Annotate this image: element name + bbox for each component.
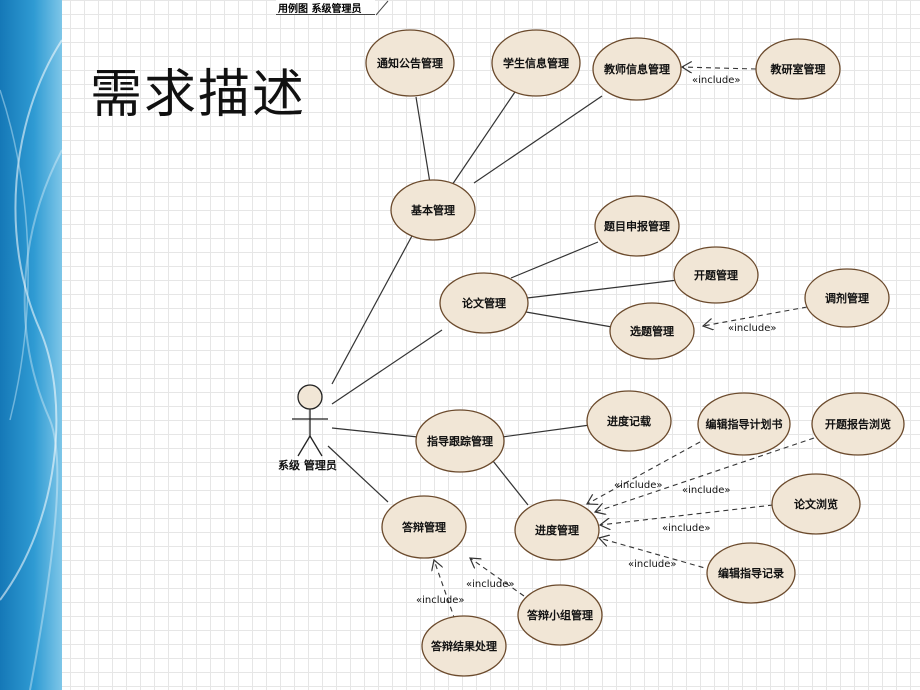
assoc-actor-guidance-track [331, 427, 419, 438]
use-case-topic-select[interactable]: 选题管理 [609, 302, 695, 360]
include-label: «include» [662, 523, 710, 534]
use-case-label: 论文管理 [462, 296, 506, 310]
assoc-basic-student-info [451, 91, 516, 186]
use-case-label: 教研室管理 [770, 62, 826, 76]
use-case-label: 论文浏览 [794, 497, 838, 511]
include-label: «include» [682, 485, 730, 496]
band-swirl-decoration [0, 39, 62, 690]
include-label: «include» [728, 323, 776, 334]
include-defense-result-defense [434, 560, 456, 621]
use-case-opening[interactable]: 开题管理 [673, 246, 759, 304]
use-case-guidance-plan[interactable]: 编辑指导计划书 [697, 392, 791, 456]
use-case-label: 通知公告管理 [377, 56, 443, 70]
slide-title: 需求描述 [90, 65, 307, 125]
use-case-thesis[interactable]: 论文管理 [439, 272, 529, 334]
use-case-label: 指导跟踪管理 [427, 434, 493, 448]
use-case-label: 开题管理 [694, 268, 738, 282]
assoc-basic-teacher-info [473, 95, 603, 184]
use-case-teacher-info[interactable]: 教师信息管理 [592, 37, 682, 101]
actor-head [297, 384, 323, 410]
actor-leg-left [297, 435, 311, 457]
use-case-label: 进度管理 [535, 523, 579, 537]
left-decorative-band [0, 0, 62, 690]
diagram-frame-tab: 用例图 系级管理员 [276, 0, 376, 15]
use-case-label: 教师信息管理 [603, 62, 670, 76]
assoc-thesis-opening [526, 279, 679, 299]
use-case-label: 开题报告浏览 [825, 417, 891, 431]
use-case-defense-result[interactable]: 答辩结果处理 [421, 615, 507, 677]
assoc-basic-notice [415, 96, 431, 184]
use-case-label: 编辑指导记录 [718, 566, 784, 580]
use-case-label: 题目申报管理 [604, 219, 670, 233]
include-label: «include» [628, 559, 676, 570]
use-case-label: 学生信息管理 [503, 56, 569, 70]
assoc-actor-defense [327, 445, 389, 503]
assoc-guidance-track-progress-record [501, 424, 591, 438]
use-case-label: 答辩结果处理 [431, 639, 497, 653]
actor-system-admin[interactable] [292, 384, 328, 457]
use-case-progress-record[interactable]: 进度记载 [586, 390, 672, 452]
use-case-label: 答辩管理 [402, 520, 446, 534]
use-case-progress[interactable]: 进度管理 [514, 499, 600, 561]
include-label: «include» [416, 595, 464, 606]
actor-leg-right [309, 435, 323, 457]
use-case-label: 基本管理 [410, 203, 455, 217]
include-defense-group-defense [470, 558, 525, 597]
assoc-actor-basic [331, 233, 414, 385]
use-case-basic[interactable]: 基本管理 [390, 179, 476, 241]
assoc-thesis-topic-select [525, 311, 613, 328]
assoc-actor-thesis [331, 329, 443, 405]
include-opening-report-progress [595, 437, 815, 512]
include-label: «include» [692, 75, 740, 86]
include-label: «include» [466, 579, 514, 590]
use-case-label: 调剂管理 [825, 291, 869, 305]
use-case-guidance-record[interactable]: 编辑指导记录 [706, 542, 796, 604]
include-label: «include» [614, 480, 662, 491]
use-case-student-info[interactable]: 学生信息管理 [491, 29, 581, 97]
include-research-office-teacher-info [682, 67, 757, 69]
actor-label: 系级 管理员 [278, 458, 337, 472]
use-case-label: 答辩小组管理 [527, 608, 593, 622]
use-case-notice[interactable]: 通知公告管理 [365, 29, 455, 97]
use-case-topic-declare[interactable]: 题目申报管理 [594, 195, 680, 257]
assoc-guidance-track-progress [492, 460, 529, 506]
use-case-label: 选题管理 [630, 324, 674, 338]
assoc-thesis-topic-declare [510, 241, 599, 279]
use-case-defense-group[interactable]: 答辩小组管理 [517, 584, 603, 646]
use-case-research-office[interactable]: 教研室管理 [755, 38, 841, 100]
use-case-opening-report[interactable]: 开题报告浏览 [811, 392, 905, 456]
include-guidance-record-progress [599, 538, 713, 571]
include-thesis-browse-progress [600, 504, 774, 525]
use-case-defense[interactable]: 答辩管理 [381, 495, 467, 559]
diagram-tab-corner [376, 0, 389, 16]
use-case-label: 编辑指导计划书 [706, 417, 783, 431]
use-case-thesis-browse[interactable]: 论文浏览 [771, 473, 861, 535]
use-case-adjust[interactable]: 调剂管理 [804, 268, 890, 328]
include-guidance-plan-progress [587, 441, 701, 504]
use-case-label: 进度记载 [607, 414, 651, 428]
use-case-guidance-track[interactable]: 指导跟踪管理 [415, 409, 505, 473]
